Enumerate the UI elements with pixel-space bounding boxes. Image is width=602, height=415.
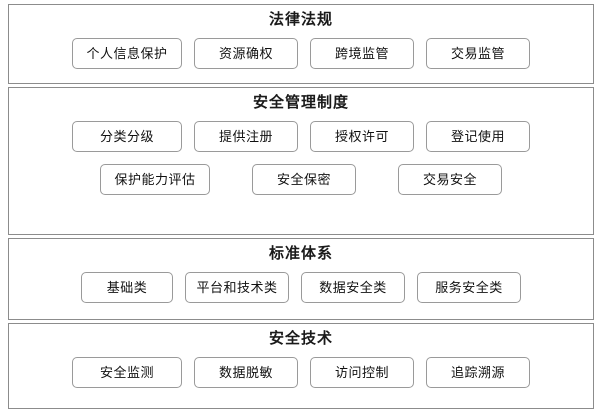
node-box[interactable]: 服务安全类 (417, 272, 521, 303)
section-laws-and-regulations: 法律法规 个人信息保护 资源确权 跨境监管 交易监管 (8, 4, 594, 84)
section-title-standards: 标准体系 (268, 245, 333, 262)
node-box[interactable]: 保护能力评估 (100, 164, 210, 195)
node-box[interactable]: 提供注册 (194, 121, 298, 152)
node-box[interactable]: 追踪溯源 (426, 357, 530, 388)
node-box[interactable]: 安全监测 (72, 357, 182, 388)
section-security-technology: 安全技术 安全监测 数据脱敏 访问控制 追踪溯源 (8, 323, 594, 409)
node-box[interactable]: 数据脱敏 (194, 357, 298, 388)
section-title-laws: 法律法规 (268, 11, 333, 28)
node-box[interactable]: 登记使用 (426, 121, 530, 152)
node-box[interactable]: 跨境监管 (310, 38, 414, 69)
node-box[interactable]: 基础类 (81, 272, 173, 303)
box-row-management-2: 保护能力评估 安全保密 交易安全 (9, 164, 593, 195)
node-box[interactable]: 个人信息保护 (72, 38, 182, 69)
box-row-laws-1: 个人信息保护 资源确权 跨境监管 交易监管 (9, 38, 593, 69)
section-security-management-system: 安全管理制度 分类分级 提供注册 授权许可 登记使用 保护能力评估 安全保密 交… (8, 87, 594, 235)
node-box[interactable]: 平台和技术类 (185, 272, 289, 303)
box-row-technology-1: 安全监测 数据脱敏 访问控制 追踪溯源 (9, 357, 593, 388)
section-standards-system: 标准体系 基础类 平台和技术类 数据安全类 服务安全类 (8, 238, 594, 320)
node-box[interactable]: 安全保密 (252, 164, 356, 195)
box-row-standards-1: 基础类 平台和技术类 数据安全类 服务安全类 (9, 272, 593, 303)
section-title-technology: 安全技术 (268, 330, 333, 347)
node-box[interactable]: 访问控制 (310, 357, 414, 388)
node-box[interactable]: 交易安全 (398, 164, 502, 195)
node-box[interactable]: 交易监管 (426, 38, 530, 69)
section-title-management: 安全管理制度 (252, 94, 349, 111)
node-box[interactable]: 资源确权 (194, 38, 298, 69)
box-row-management-1: 分类分级 提供注册 授权许可 登记使用 (9, 121, 593, 152)
node-box[interactable]: 授权许可 (310, 121, 414, 152)
node-box[interactable]: 分类分级 (72, 121, 182, 152)
node-box[interactable]: 数据安全类 (301, 272, 405, 303)
